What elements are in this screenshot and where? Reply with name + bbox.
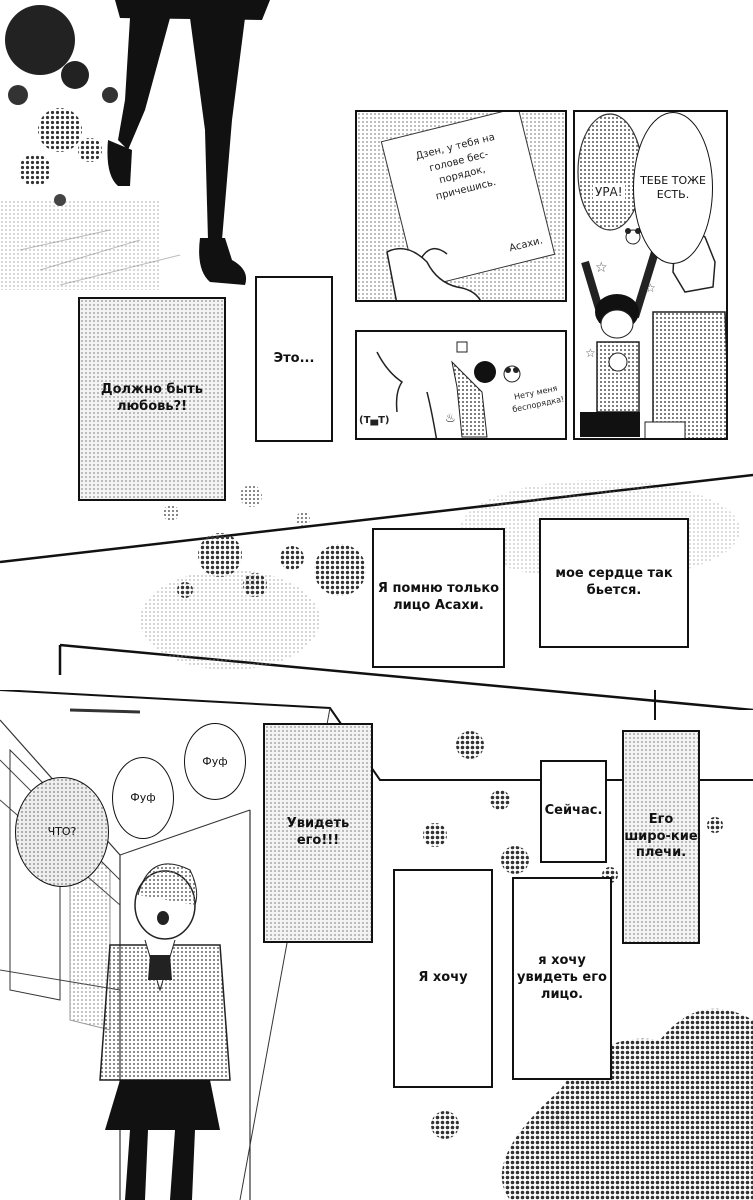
hand-illustration [386, 247, 481, 300]
hooray-panel: ☆ ☆ ☆ УРА! [573, 110, 728, 440]
caption-shoulders: Его широ-кие плечи. [622, 730, 700, 944]
note-signature: Асахи. [508, 234, 544, 254]
speech-balloon-puff-1: Фуф [112, 757, 174, 839]
caption-want-to-see: Увидеть его!!! [263, 723, 373, 943]
note-panel: Дзен, у тебя на голове бес-порядок, прич… [355, 110, 567, 302]
running-legs-illustration [0, 0, 270, 290]
running-legs-scene [0, 0, 340, 290]
caption-i-want: Я хочу [393, 869, 493, 1088]
speech-balloon-puff-2: Фуф [184, 723, 246, 800]
halftone-blob [296, 512, 310, 526]
sfx-crying-face: (T▄T) [359, 415, 390, 426]
note-text: Дзен, у тебя на голове бес-порядок, прич… [414, 131, 498, 203]
caption-remember-face: Я помню только лицо Асахи. [372, 528, 505, 668]
speech-balloon-you-too: ТЕБЕ ТОЖЕ ЕСТЬ. [633, 112, 713, 264]
caption-now: Сейчас. [540, 760, 607, 863]
svg-text:♨: ♨ [445, 411, 456, 425]
halftone-blob [240, 485, 262, 507]
caption-heart-beats: мое сердце так бьется. [539, 518, 689, 648]
chibi-panel: ♨ (T▄T) Нету меня беспорядка! [355, 330, 567, 440]
svg-text:☆: ☆ [645, 281, 656, 295]
speech-balloon-what: ЧТО? [15, 777, 109, 887]
corridor-scene [0, 690, 753, 1200]
sfx-hooray: УРА! [593, 184, 625, 202]
halftone-blob [163, 505, 179, 521]
caption-want-face: я хочу увидеть его лицо. [512, 877, 612, 1080]
caption-this: Это... [255, 276, 333, 442]
svg-text:☆: ☆ [585, 346, 596, 360]
svg-text:☆: ☆ [595, 260, 608, 276]
caption-love: Должно быть любовь?! [78, 297, 226, 501]
chibi-illustration: ♨ [376, 341, 521, 438]
